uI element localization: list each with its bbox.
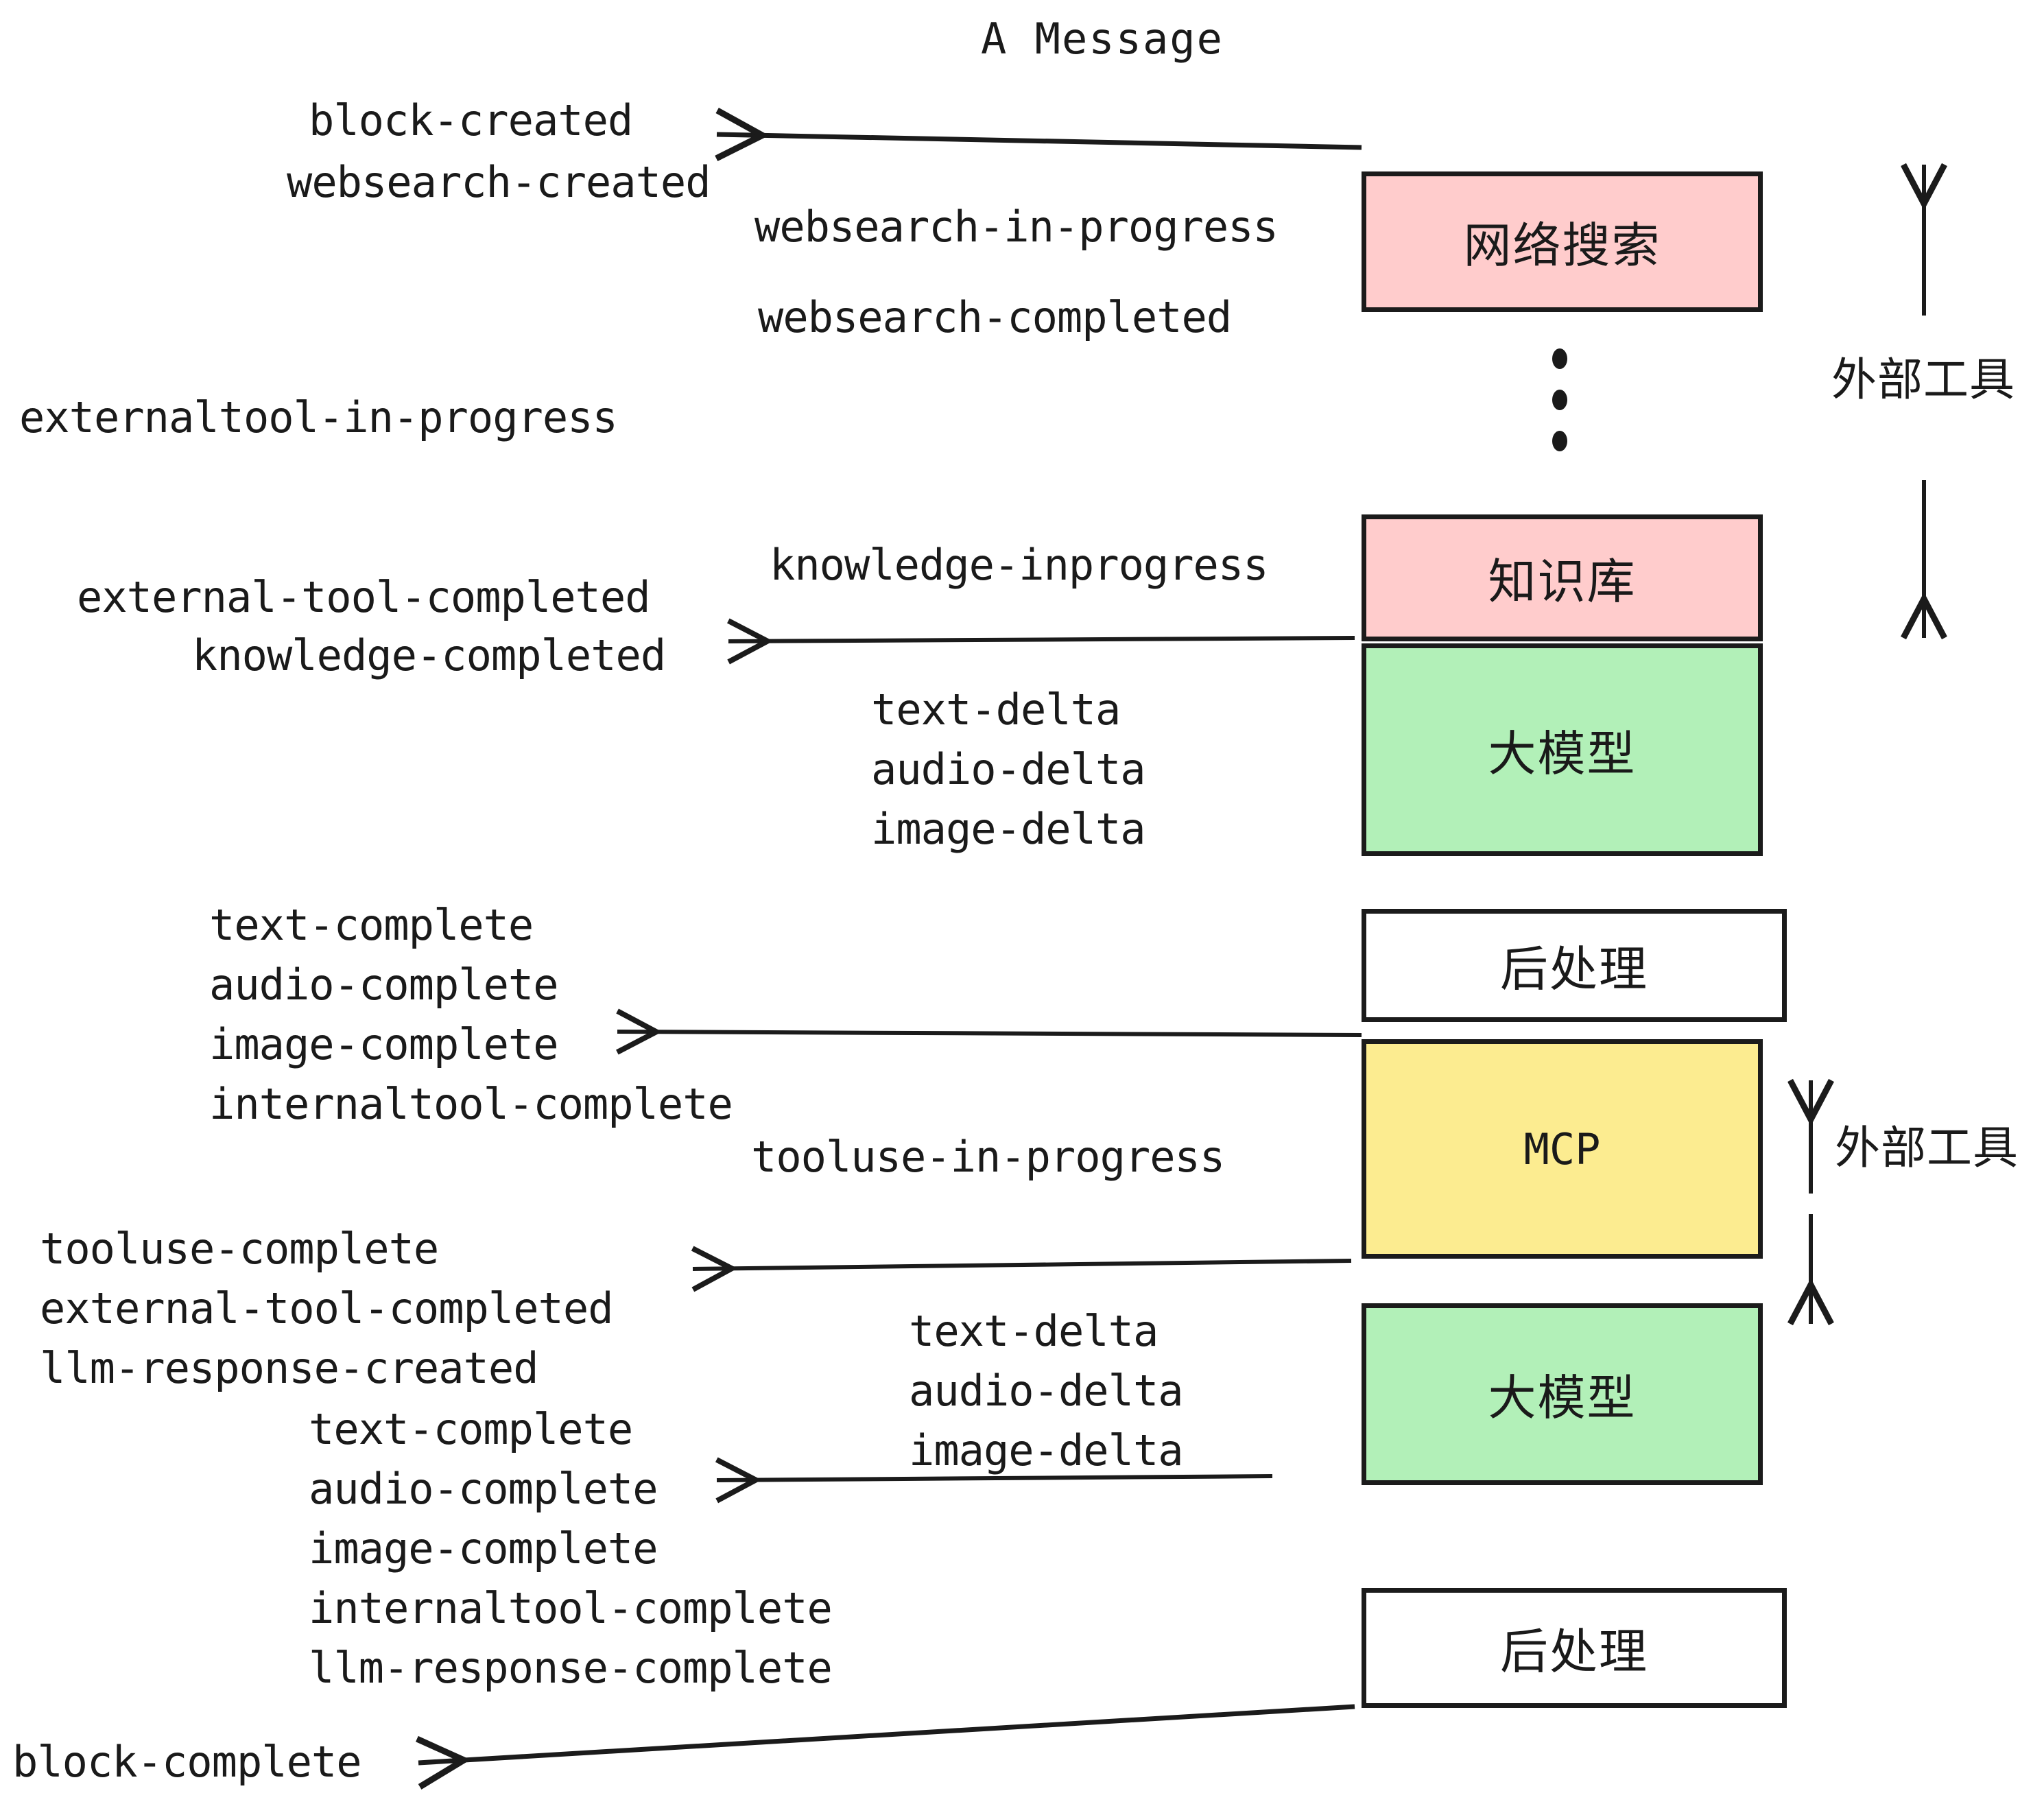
- event-text-delta-2: text-delta: [909, 1306, 1158, 1356]
- event-image-delta-2: image-delta: [909, 1425, 1184, 1475]
- ellipsis-dot-2: [1552, 390, 1567, 410]
- event-websearch-completed: websearch-completed: [758, 292, 1232, 342]
- event-text-complete-1: text-complete: [209, 900, 534, 950]
- event-externaltool-in-progress: externaltool-in-progress: [19, 392, 618, 442]
- node-knowledge-label: 知识库: [1488, 554, 1637, 610]
- annotation-external-tool-bottom: 外部工具: [1835, 1121, 2019, 1174]
- node-websearch[interactable]: 网络搜索: [1362, 171, 1763, 312]
- node-knowledge[interactable]: 知识库: [1362, 514, 1763, 641]
- event-llm-response-created: llm-response-created: [40, 1343, 539, 1393]
- event-audio-delta-2: audio-delta: [909, 1366, 1184, 1416]
- event-llm-response-complete: llm-response-complete: [309, 1643, 833, 1693]
- node-postprocess-2-label: 后处理: [1500, 1624, 1648, 1680]
- node-mcp-label: MCP: [1523, 1124, 1601, 1174]
- node-llm-1-label: 大模型: [1488, 725, 1637, 782]
- node-llm-2-label: 大模型: [1488, 1370, 1637, 1426]
- event-image-complete-2: image-complete: [309, 1523, 658, 1574]
- event-knowledge-completed: knowledge-completed: [192, 630, 666, 680]
- event-text-complete-2: text-complete: [309, 1404, 633, 1454]
- event-websearch-in-progress: websearch-in-progress: [754, 202, 1279, 252]
- ellipsis-dot-1: [1552, 348, 1567, 369]
- event-block-created: block-created: [309, 95, 633, 145]
- arrow-postprocess2-to-blockcomplete: [416, 1704, 1355, 1790]
- event-image-delta-1: image-delta: [871, 804, 1146, 854]
- event-audio-complete-2: audio-complete: [309, 1464, 658, 1514]
- node-postprocess-1-label: 后处理: [1500, 941, 1648, 997]
- ellipsis-dot-3: [1552, 431, 1567, 451]
- event-image-complete-1: image-complete: [209, 1019, 559, 1069]
- event-audio-complete-1: audio-complete: [209, 960, 559, 1010]
- event-tooluse-in-progress: tooluse-in-progress: [751, 1132, 1225, 1182]
- arrow-knowledge-to-completed: [727, 618, 1355, 665]
- event-text-delta-1: text-delta: [871, 685, 1121, 735]
- arrow-websearch-to-created: [715, 108, 1362, 162]
- event-tooluse-complete: tooluse-complete: [40, 1224, 439, 1274]
- node-llm-1[interactable]: 大模型: [1362, 643, 1763, 856]
- event-websearch-created: websearch-created: [287, 157, 711, 207]
- event-external-tool-completed-1: external-tool-completed: [77, 572, 651, 622]
- arrow-mcp-to-tooluse-complete: [691, 1246, 1352, 1292]
- node-mcp[interactable]: MCP: [1362, 1039, 1763, 1259]
- event-block-complete: block-complete: [12, 1737, 362, 1787]
- arrow-postprocess1-to-imagecomplete: [616, 1008, 1362, 1055]
- event-audio-delta-1: audio-delta: [871, 744, 1146, 794]
- event-internaltool-complete-1: internaltool-complete: [209, 1079, 733, 1129]
- annotation-external-tool-top: 外部工具: [1831, 353, 2015, 406]
- event-external-tool-completed-2: external-tool-completed: [40, 1283, 614, 1333]
- node-postprocess-1[interactable]: 后处理: [1362, 909, 1787, 1022]
- diagram-title: A Message: [981, 14, 1224, 64]
- arrow-llm2-to-audiocomplete: [715, 1457, 1273, 1504]
- node-llm-2[interactable]: 大模型: [1362, 1303, 1763, 1485]
- node-websearch-label: 网络搜索: [1463, 217, 1661, 274]
- event-knowledge-inprogress: knowledge-inprogress: [770, 540, 1269, 590]
- node-postprocess-2[interactable]: 后处理: [1362, 1588, 1787, 1708]
- event-internaltool-complete-2: internaltool-complete: [309, 1583, 833, 1633]
